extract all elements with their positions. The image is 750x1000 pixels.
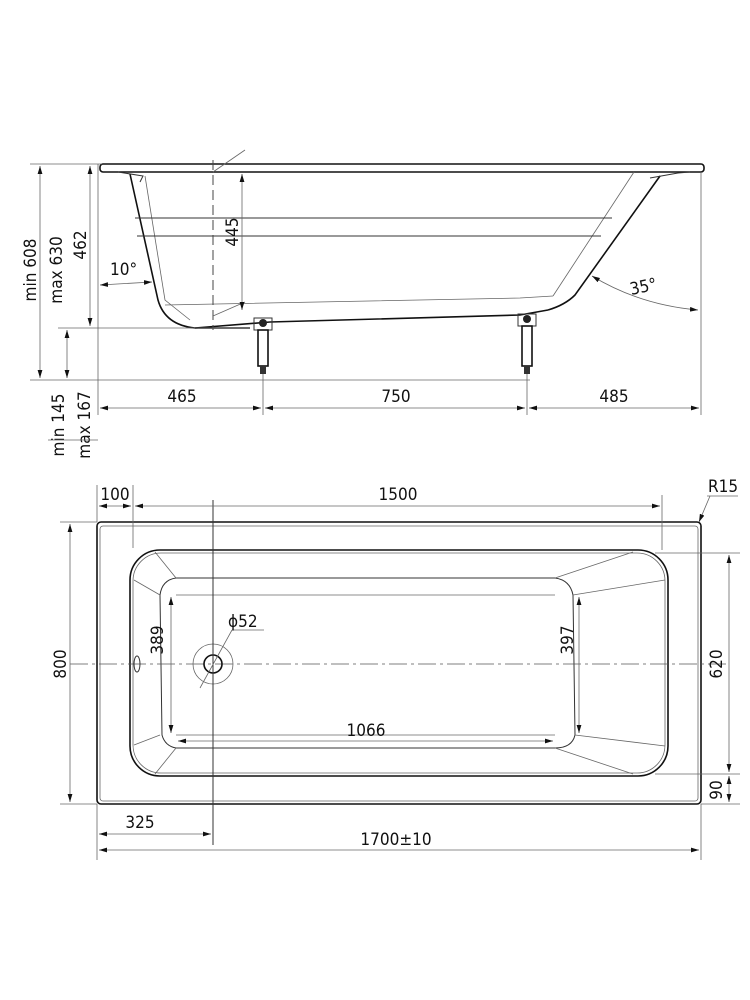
outer-rim [96, 521, 702, 805]
overflow-icon [133, 655, 141, 673]
inner-length-label: 1500 [379, 485, 418, 505]
tub-rim [99, 163, 705, 173]
right-wall [547, 175, 661, 311]
inner-width-label: 620 [707, 649, 727, 678]
min-height-label: min 608 [21, 239, 41, 302]
side-view: min 608 max 630 462 445 min 145 max 167 … [21, 149, 705, 459]
top-view: ϕ52 100 1500 R15 800 389 397 620 90 1066 [51, 477, 740, 860]
inner-depth-label: 445 [223, 217, 243, 246]
length-total-label: 1700±10 [360, 830, 431, 850]
tub-bottom [194, 309, 549, 329]
max-height-label: max 630 [47, 236, 67, 303]
leg-min-label: min 145 [49, 394, 69, 457]
drain-diameter-label: ϕ52 [228, 612, 258, 632]
rim-left-label: 100 [100, 485, 129, 505]
leg-max-label: max 167 [75, 391, 95, 458]
left-angle-label: 10° [110, 260, 137, 280]
tub-height-label: 462 [71, 230, 91, 259]
bottom-width-left-label: 389 [148, 625, 168, 654]
leg-offset-right-label: 485 [599, 387, 628, 407]
bottom-width-right-label: 397 [558, 625, 578, 654]
inner-bowl [129, 549, 669, 777]
leg-left [253, 317, 273, 374]
bottom-length-label: 1066 [347, 721, 386, 741]
leg-offset-left-label: 465 [167, 387, 196, 407]
rim-bottom-label: 90 [707, 780, 727, 799]
leg-spacing-label: 750 [381, 387, 410, 407]
corner-radius-label: R15 [708, 477, 738, 497]
width-total-label: 800 [51, 649, 71, 678]
drain-offset-label: 325 [125, 813, 154, 833]
leg-right [517, 313, 537, 374]
right-angle-label: 35° [628, 275, 659, 300]
